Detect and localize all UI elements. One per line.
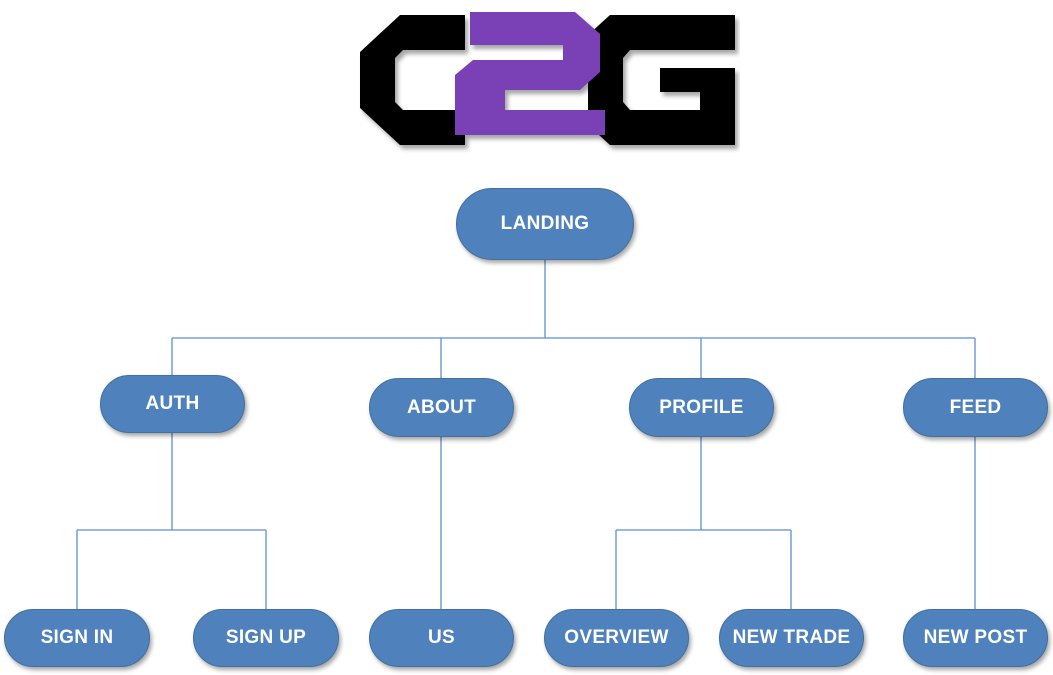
c2g-logo xyxy=(360,12,735,145)
node-us: US xyxy=(369,609,514,667)
node-overview: OVERVIEW xyxy=(544,609,689,667)
node-about: ABOUT xyxy=(369,378,514,437)
logo-letter-c xyxy=(360,15,465,145)
node-new-post: NEW POST xyxy=(903,609,1048,667)
node-profile: PROFILE xyxy=(629,378,774,437)
logo-letter-g xyxy=(588,15,735,145)
node-landing: LANDING xyxy=(456,188,634,260)
node-sign-in: SIGN IN xyxy=(4,609,150,667)
node-new-trade: NEW TRADE xyxy=(719,609,864,667)
logo-number-2 xyxy=(455,12,605,135)
node-sign-up: SIGN UP xyxy=(193,609,339,667)
node-auth: AUTH xyxy=(100,375,245,433)
node-feed: FEED xyxy=(903,378,1048,437)
